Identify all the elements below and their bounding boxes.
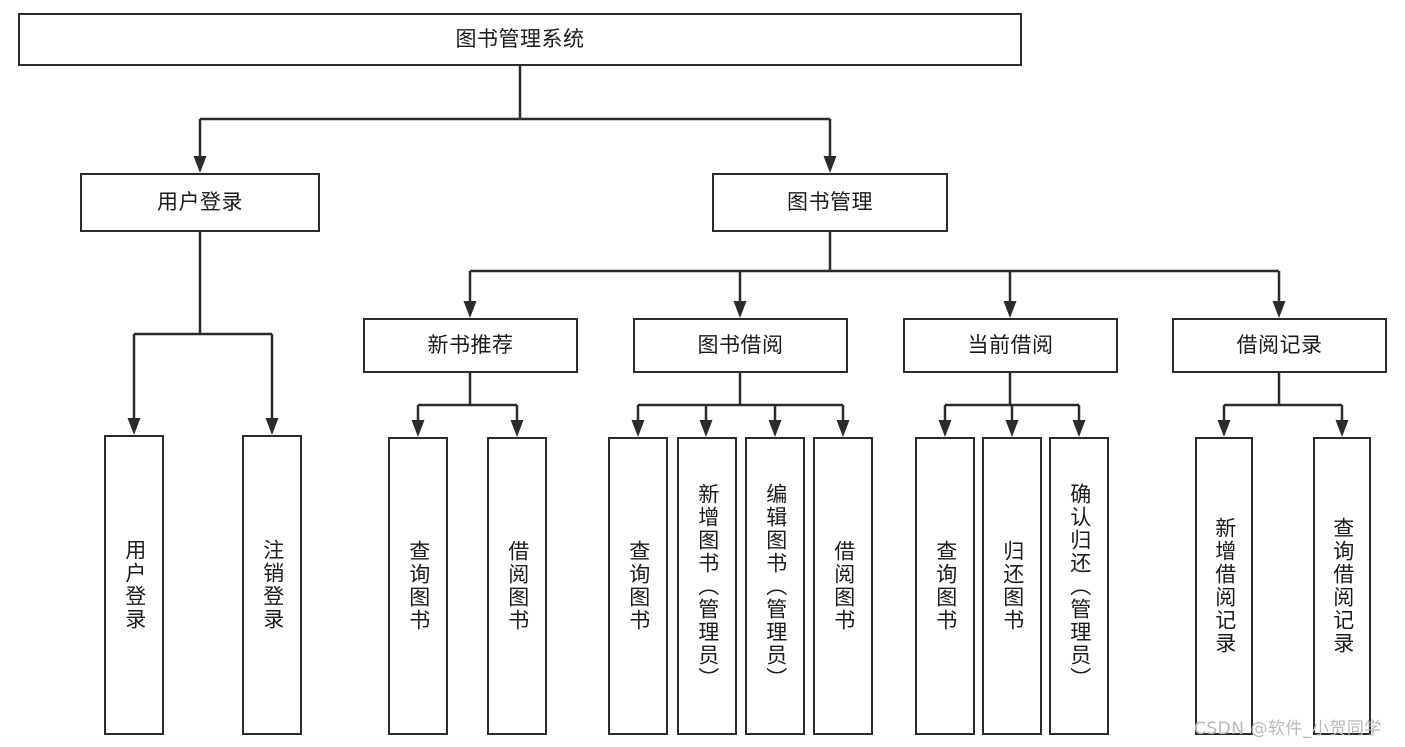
leaf-node-box-2[interactable]: 查询图书 — [388, 437, 448, 735]
arrowhead-icon-2-0 — [463, 301, 477, 318]
level3-node-label: 新书推荐 — [427, 332, 514, 357]
leaf-node-box-9[interactable]: 归还图书 — [982, 437, 1042, 735]
level3-node-box-3[interactable]: 借阅记录 — [1172, 318, 1387, 373]
leaf-node-label: 注销登录 — [260, 539, 285, 631]
level3-node-box-1[interactable]: 图书借阅 — [633, 318, 848, 373]
level3-node-box-2[interactable]: 当前借阅 — [903, 318, 1118, 373]
arrowhead-icon-3-1 — [510, 420, 524, 437]
leaf-node-box-10[interactable]: 确认归还（管理员） — [1049, 437, 1109, 735]
root-node-label: 图书管理系统 — [455, 26, 585, 51]
leaf-node-box-4[interactable]: 查询图书 — [608, 437, 668, 735]
arrowhead-icon-4-2 — [768, 420, 782, 437]
leaf-node-label: 查询图书 — [406, 540, 431, 632]
leaf-node-label: 借阅图书 — [505, 540, 530, 632]
leaf-node-box-12[interactable]: 查询借阅记录 — [1313, 437, 1371, 735]
arrowhead-icon-6-1 — [1335, 420, 1349, 437]
level3-node-label: 图书借阅 — [697, 332, 784, 357]
arrowhead-icon-0-0 — [193, 156, 207, 173]
leaf-node-label: 用户登录 — [122, 539, 147, 631]
leaf-node-box-7[interactable]: 借阅图书 — [813, 437, 873, 735]
arrowhead-icon-3-0 — [411, 420, 425, 437]
arrowhead-icon-4-1 — [699, 420, 713, 437]
level3-node-label: 当前借阅 — [967, 332, 1054, 357]
leaf-node-box-6[interactable]: 编辑图书（管理员） — [745, 437, 805, 735]
leaf-node-box-8[interactable]: 查询图书 — [915, 437, 975, 735]
leaf-node-label: 归还图书 — [1000, 540, 1025, 632]
level2-node-label: 图书管理 — [787, 189, 873, 214]
csdn-watermark: CSDN @软件_小贺同学 — [1194, 719, 1382, 739]
leaf-node-label: 查询图书 — [933, 540, 958, 632]
arrowhead-icon-5-0 — [938, 420, 952, 437]
level3-node-box-0[interactable]: 新书推荐 — [363, 318, 578, 373]
leaf-node-label: 查询图书 — [626, 540, 651, 632]
leaf-node-box-0[interactable]: 用户登录 — [104, 435, 164, 735]
arrowhead-icon-2-2 — [1003, 301, 1017, 318]
arrowhead-icon-5-2 — [1072, 420, 1086, 437]
arrowhead-icon-0-1 — [823, 156, 837, 173]
arrowhead-icon-4-3 — [836, 420, 850, 437]
leaf-node-label: 新增图书（管理员） — [695, 482, 720, 690]
leaf-node-box-1[interactable]: 注销登录 — [242, 435, 302, 735]
arrowhead-icon-4-0 — [631, 420, 645, 437]
root-node-box-0[interactable]: 图书管理系统 — [18, 13, 1022, 66]
arrowhead-icon-5-1 — [1005, 420, 1019, 437]
level2-node-label: 用户登录 — [157, 189, 243, 214]
leaf-node-label: 新增借阅记录 — [1212, 517, 1237, 655]
level2-node-box-1[interactable]: 图书管理 — [712, 173, 948, 232]
leaf-node-box-5[interactable]: 新增图书（管理员） — [677, 437, 737, 735]
level2-node-box-0[interactable]: 用户登录 — [80, 173, 320, 232]
leaf-node-box-11[interactable]: 新增借阅记录 — [1195, 437, 1253, 735]
leaf-node-label: 确认归还（管理员） — [1067, 482, 1092, 690]
arrowhead-icon-2-1 — [733, 301, 747, 318]
leaf-node-label: 编辑图书（管理员） — [763, 482, 788, 690]
arrowhead-icon-6-0 — [1217, 420, 1231, 437]
arrowhead-icon-2-3 — [1272, 301, 1286, 318]
arrowhead-icon-1-1 — [265, 418, 279, 435]
leaf-node-label: 查询借阅记录 — [1330, 517, 1355, 655]
leaf-node-box-3[interactable]: 借阅图书 — [487, 437, 547, 735]
arrowhead-icon-1-0 — [127, 418, 141, 435]
leaf-node-label: 借阅图书 — [831, 540, 856, 632]
level3-node-label: 借阅记录 — [1236, 332, 1323, 357]
